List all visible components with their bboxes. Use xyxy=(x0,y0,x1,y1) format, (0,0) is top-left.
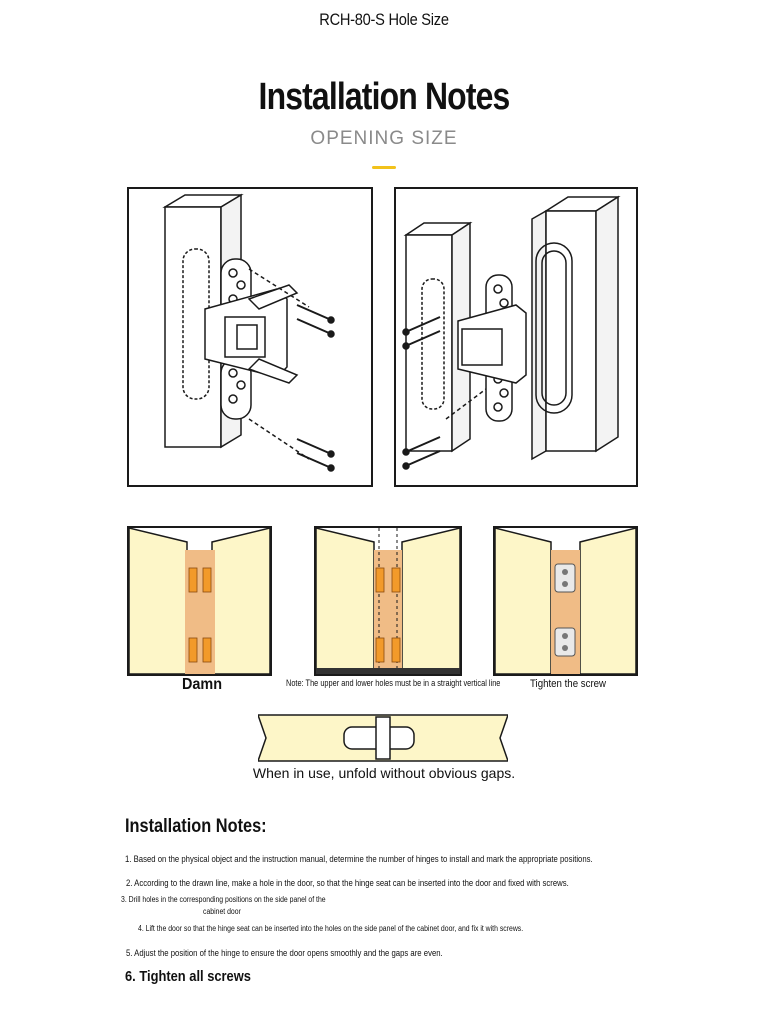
note-item: 5. Adjust the position of the hinge to e… xyxy=(126,948,443,958)
hinge-cabinet-diagram xyxy=(394,187,638,487)
note-item-continuation: cabinet door xyxy=(203,907,241,916)
unfolded-hinge-illustration xyxy=(256,713,510,763)
marking-illustration xyxy=(129,528,270,674)
notes-heading: Installation Notes: xyxy=(125,816,267,837)
hinge-cabinet-illustration xyxy=(402,195,621,470)
accent-divider xyxy=(372,166,396,169)
panel-caption-2: Note: The upper and lower holes must be … xyxy=(286,678,501,688)
note-item: 3. Drill holes in the corresponding posi… xyxy=(121,895,326,904)
hinge-door-diagram xyxy=(127,187,373,487)
screw-panel xyxy=(493,526,638,676)
page-subtitle: OPENING SIZE xyxy=(310,128,458,149)
note-item: 1. Based on the physical object and the … xyxy=(125,854,593,864)
drilling-panel xyxy=(314,526,462,676)
drilling-illustration xyxy=(316,528,460,674)
hinge-door-illustration xyxy=(162,193,335,472)
note-item: 6. Tighten all screws xyxy=(125,968,251,985)
screw-illustration xyxy=(495,528,636,674)
unfold-caption: When in use, unfold without obvious gaps… xyxy=(252,765,516,781)
unfolded-hinge-svg xyxy=(256,714,510,762)
panel-caption-3: Tighten the screw xyxy=(530,678,607,690)
page-top-title: RCH-80-S Hole Size xyxy=(319,10,449,29)
marking-panel xyxy=(127,526,272,676)
note-item: 4. Lift the door so that the hinge seat … xyxy=(138,924,524,933)
page-title: Installation Notes xyxy=(258,76,511,118)
panel-caption-1: Damn xyxy=(182,676,223,693)
note-item: 2. According to the drawn line, make a h… xyxy=(126,878,569,888)
